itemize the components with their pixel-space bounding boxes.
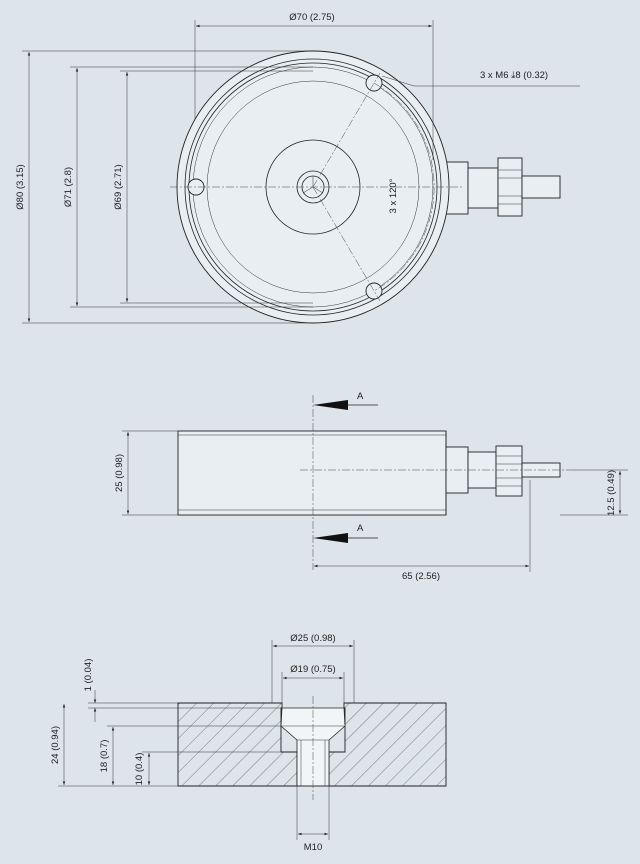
dim-d69-label: Ø69 (2.71): [113, 164, 124, 209]
top-view: Ø70 (2.75) Ø80 (3.15) Ø71 (2.8) Ø69 (2.7…: [15, 12, 580, 324]
depth-symbol: ⤓: [511, 70, 516, 81]
dim-cable-label: 12.5 (0.49): [606, 470, 617, 516]
dim-d70-label: Ø70 (2.75): [289, 12, 334, 23]
cable-gland-top: [445, 157, 561, 217]
dim-d25-label: Ø25 (0.98): [290, 633, 335, 644]
dim-24-label: 24 (0.94): [50, 726, 61, 764]
section-arrow-top: [313, 400, 348, 410]
section-arrow-bottom: [313, 533, 348, 543]
section-label-top: A: [357, 391, 364, 402]
cable-gland-side: [445, 445, 561, 497]
mounting-hole-2: [365, 282, 383, 300]
section-label-bottom: A: [357, 523, 364, 534]
side-view: A A 25 (0.98) 65 (2.56) 12.5 (0.49): [114, 391, 628, 582]
section-body-right: [328, 702, 447, 787]
dim-18-label: 18 (0.7): [99, 740, 110, 773]
dim-d71-label: Ø71 (2.8): [63, 167, 74, 207]
angle-note: 3 x 120°: [388, 178, 399, 213]
dim-10-label: 10 (0.4): [134, 753, 145, 786]
section-view: Ø25 (0.98) Ø19 (0.75) 1 (0.04) 24 (0.94)…: [50, 633, 447, 853]
dim-m10-label: M10: [304, 842, 322, 853]
dim-d19-label: Ø19 (0.75): [290, 664, 335, 675]
thread-note: 3 x M6 ⤓8 (0.32): [480, 70, 548, 81]
dim-height-label: 25 (0.98): [114, 454, 125, 492]
dim-d80-label: Ø80 (3.15): [15, 164, 26, 209]
dim-length-label: 65 (2.56): [402, 571, 440, 582]
dim-1-label: 1 (0.04): [83, 659, 94, 692]
section-body-left: [177, 702, 298, 787]
side-body: [177, 430, 447, 516]
